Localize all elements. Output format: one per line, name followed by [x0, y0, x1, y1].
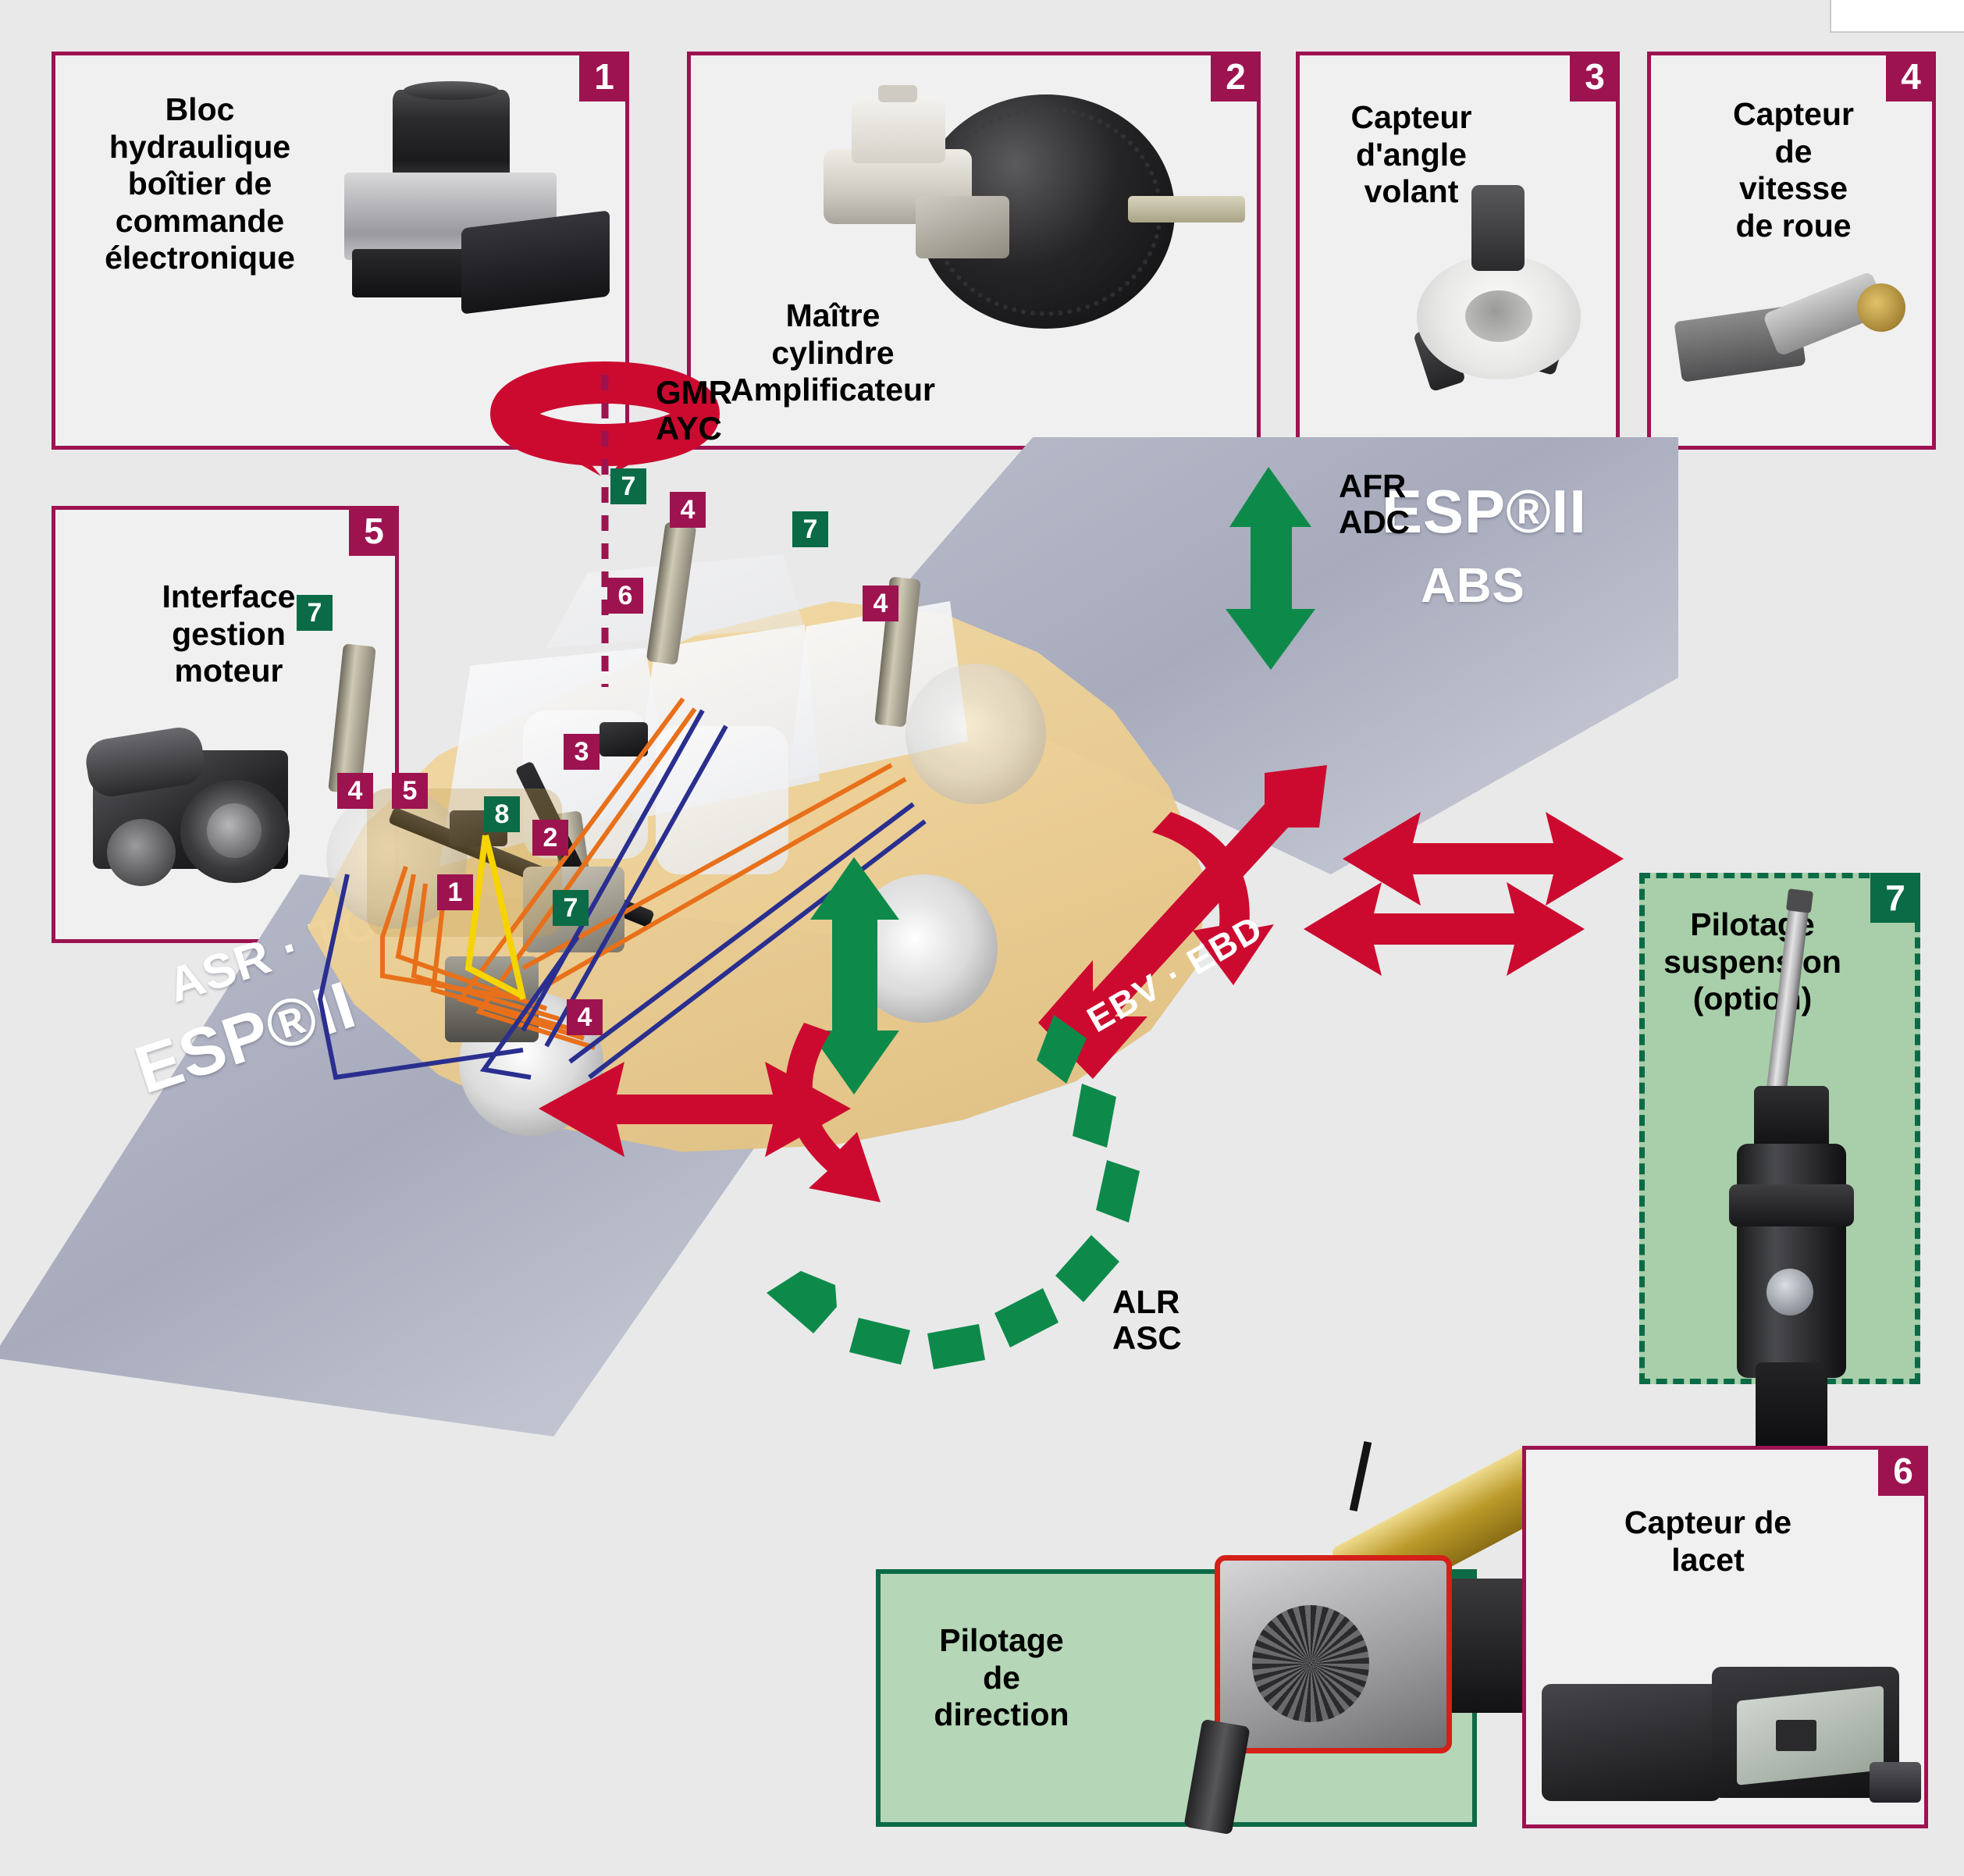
panel-badge-6: 6: [1878, 1446, 1928, 1496]
panel-suspension-control: 7 Pilotage suspension (option): [1639, 873, 1920, 1456]
dynamic-arrows: [490, 361, 1624, 1369]
panel-master-cylinder: 2 Maître cylindre Amplificateur: [687, 52, 1261, 450]
marker-yaw-sensor[interactable]: 6: [607, 578, 643, 614]
wheel-speed-sensor-photo: [1673, 271, 1923, 415]
yaw-rate-sensor-photo: [1542, 1645, 1921, 1817]
arrow-brake-rear-right: [1152, 812, 1274, 985]
marker-front-left-strut[interactable]: 7: [297, 595, 333, 631]
panel-badge-5: 5: [349, 506, 399, 556]
engine-photo: [83, 724, 375, 931]
master-cylinder-booster-photo: [824, 79, 1261, 446]
marker-steering-angle[interactable]: 3: [564, 734, 600, 770]
label-abs: ABS: [1421, 559, 1525, 613]
steering-angle-sensor-photo: [1386, 180, 1620, 446]
panel-badge-7: 7: [1870, 873, 1920, 923]
label-alr-asc: ALR ASC: [1112, 1283, 1182, 1357]
marker-rear-right-wheel-speed[interactable]: 4: [863, 586, 898, 621]
marker-rear-right-strut[interactable]: 7: [792, 511, 828, 547]
panel-badge-3: 3: [1570, 52, 1620, 101]
panel-yaw-sensor: 6 Capteur de lacet: [1522, 1446, 1928, 1828]
hydraulic-unit-photo: [344, 81, 625, 415]
marker-rear-left-strut[interactable]: 7: [610, 468, 646, 504]
marker-master-cylinder[interactable]: 2: [532, 820, 568, 856]
arrow-lateral-lower: [1304, 882, 1585, 976]
marker-hydraulic-unit[interactable]: 1: [437, 874, 473, 910]
panel-wheel-speed-sensor: 4 Capteur de vitesse de roue: [1647, 52, 1936, 450]
arc-alr-asc: [767, 1015, 1140, 1369]
arrow-lateral-front: [539, 1062, 851, 1157]
engine-block-ghost: [367, 788, 562, 937]
marker-front-right-strut[interactable]: 7: [553, 890, 589, 926]
panel-caption-5: Interface gestion moteur: [162, 578, 296, 689]
arrow-lateral-right: [1343, 812, 1624, 906]
panel-steering-control: 8 Pilotage de direction: [876, 1440, 1575, 1835]
arrow-ebv-ebd: [1038, 765, 1327, 1079]
wheel-rear-left: [906, 664, 1046, 804]
arrow-suspension-front: [809, 857, 899, 1095]
panel-badge-1: 1: [579, 52, 629, 101]
panel-caption-8: Pilotage de direction: [934, 1622, 1069, 1733]
label-afr-adc: AFR ADC: [1339, 468, 1410, 541]
arrow-afr-adc: [1226, 467, 1315, 670]
arrow-brake-front-right: [785, 1023, 881, 1202]
panel-caption-4: Capteur de vitesse de roue: [1733, 96, 1854, 244]
panel-badge-4: 4: [1886, 52, 1936, 101]
wiring-harness: [317, 697, 927, 1080]
marker-front-left-wheel-speed[interactable]: 4: [337, 773, 373, 809]
panel-hydraulic-unit: 1 Bloc hydraulique boîtier de commande é…: [52, 52, 629, 450]
vehicle-diagram: ESP®II ABS ASR · TCS ESP®II: [0, 361, 1678, 1444]
label-esp-top: ESP®II: [1382, 477, 1587, 546]
yaw-sensor-part: [600, 722, 648, 756]
steering-actuator-photo: [1099, 1440, 1583, 1855]
label-gmr-ayc: GMR AYC: [656, 374, 732, 447]
marker-steering-actuator[interactable]: 8: [484, 796, 520, 832]
panel-caption-2: Maître cylindre Amplificateur: [731, 297, 935, 408]
panel-caption-6: Capteur de lacet: [1624, 1504, 1792, 1578]
panel-badge-2: 2: [1211, 52, 1261, 101]
page-corner-notch: [1830, 0, 1964, 33]
marker-engine-interface[interactable]: 5: [392, 773, 428, 809]
marker-front-right-wheel-speed[interactable]: 4: [567, 999, 603, 1035]
marker-rear-left-wheel-speed[interactable]: 4: [670, 492, 706, 528]
panel-steering-angle-sensor: 3 Capteur d'angle volant: [1296, 52, 1620, 450]
panel-caption-3: Capteur d'angle volant: [1350, 99, 1472, 210]
panel-caption-1: Bloc hydraulique boîtier de commande éle…: [105, 91, 295, 276]
shock-absorber-photo: [1682, 894, 1916, 1456]
